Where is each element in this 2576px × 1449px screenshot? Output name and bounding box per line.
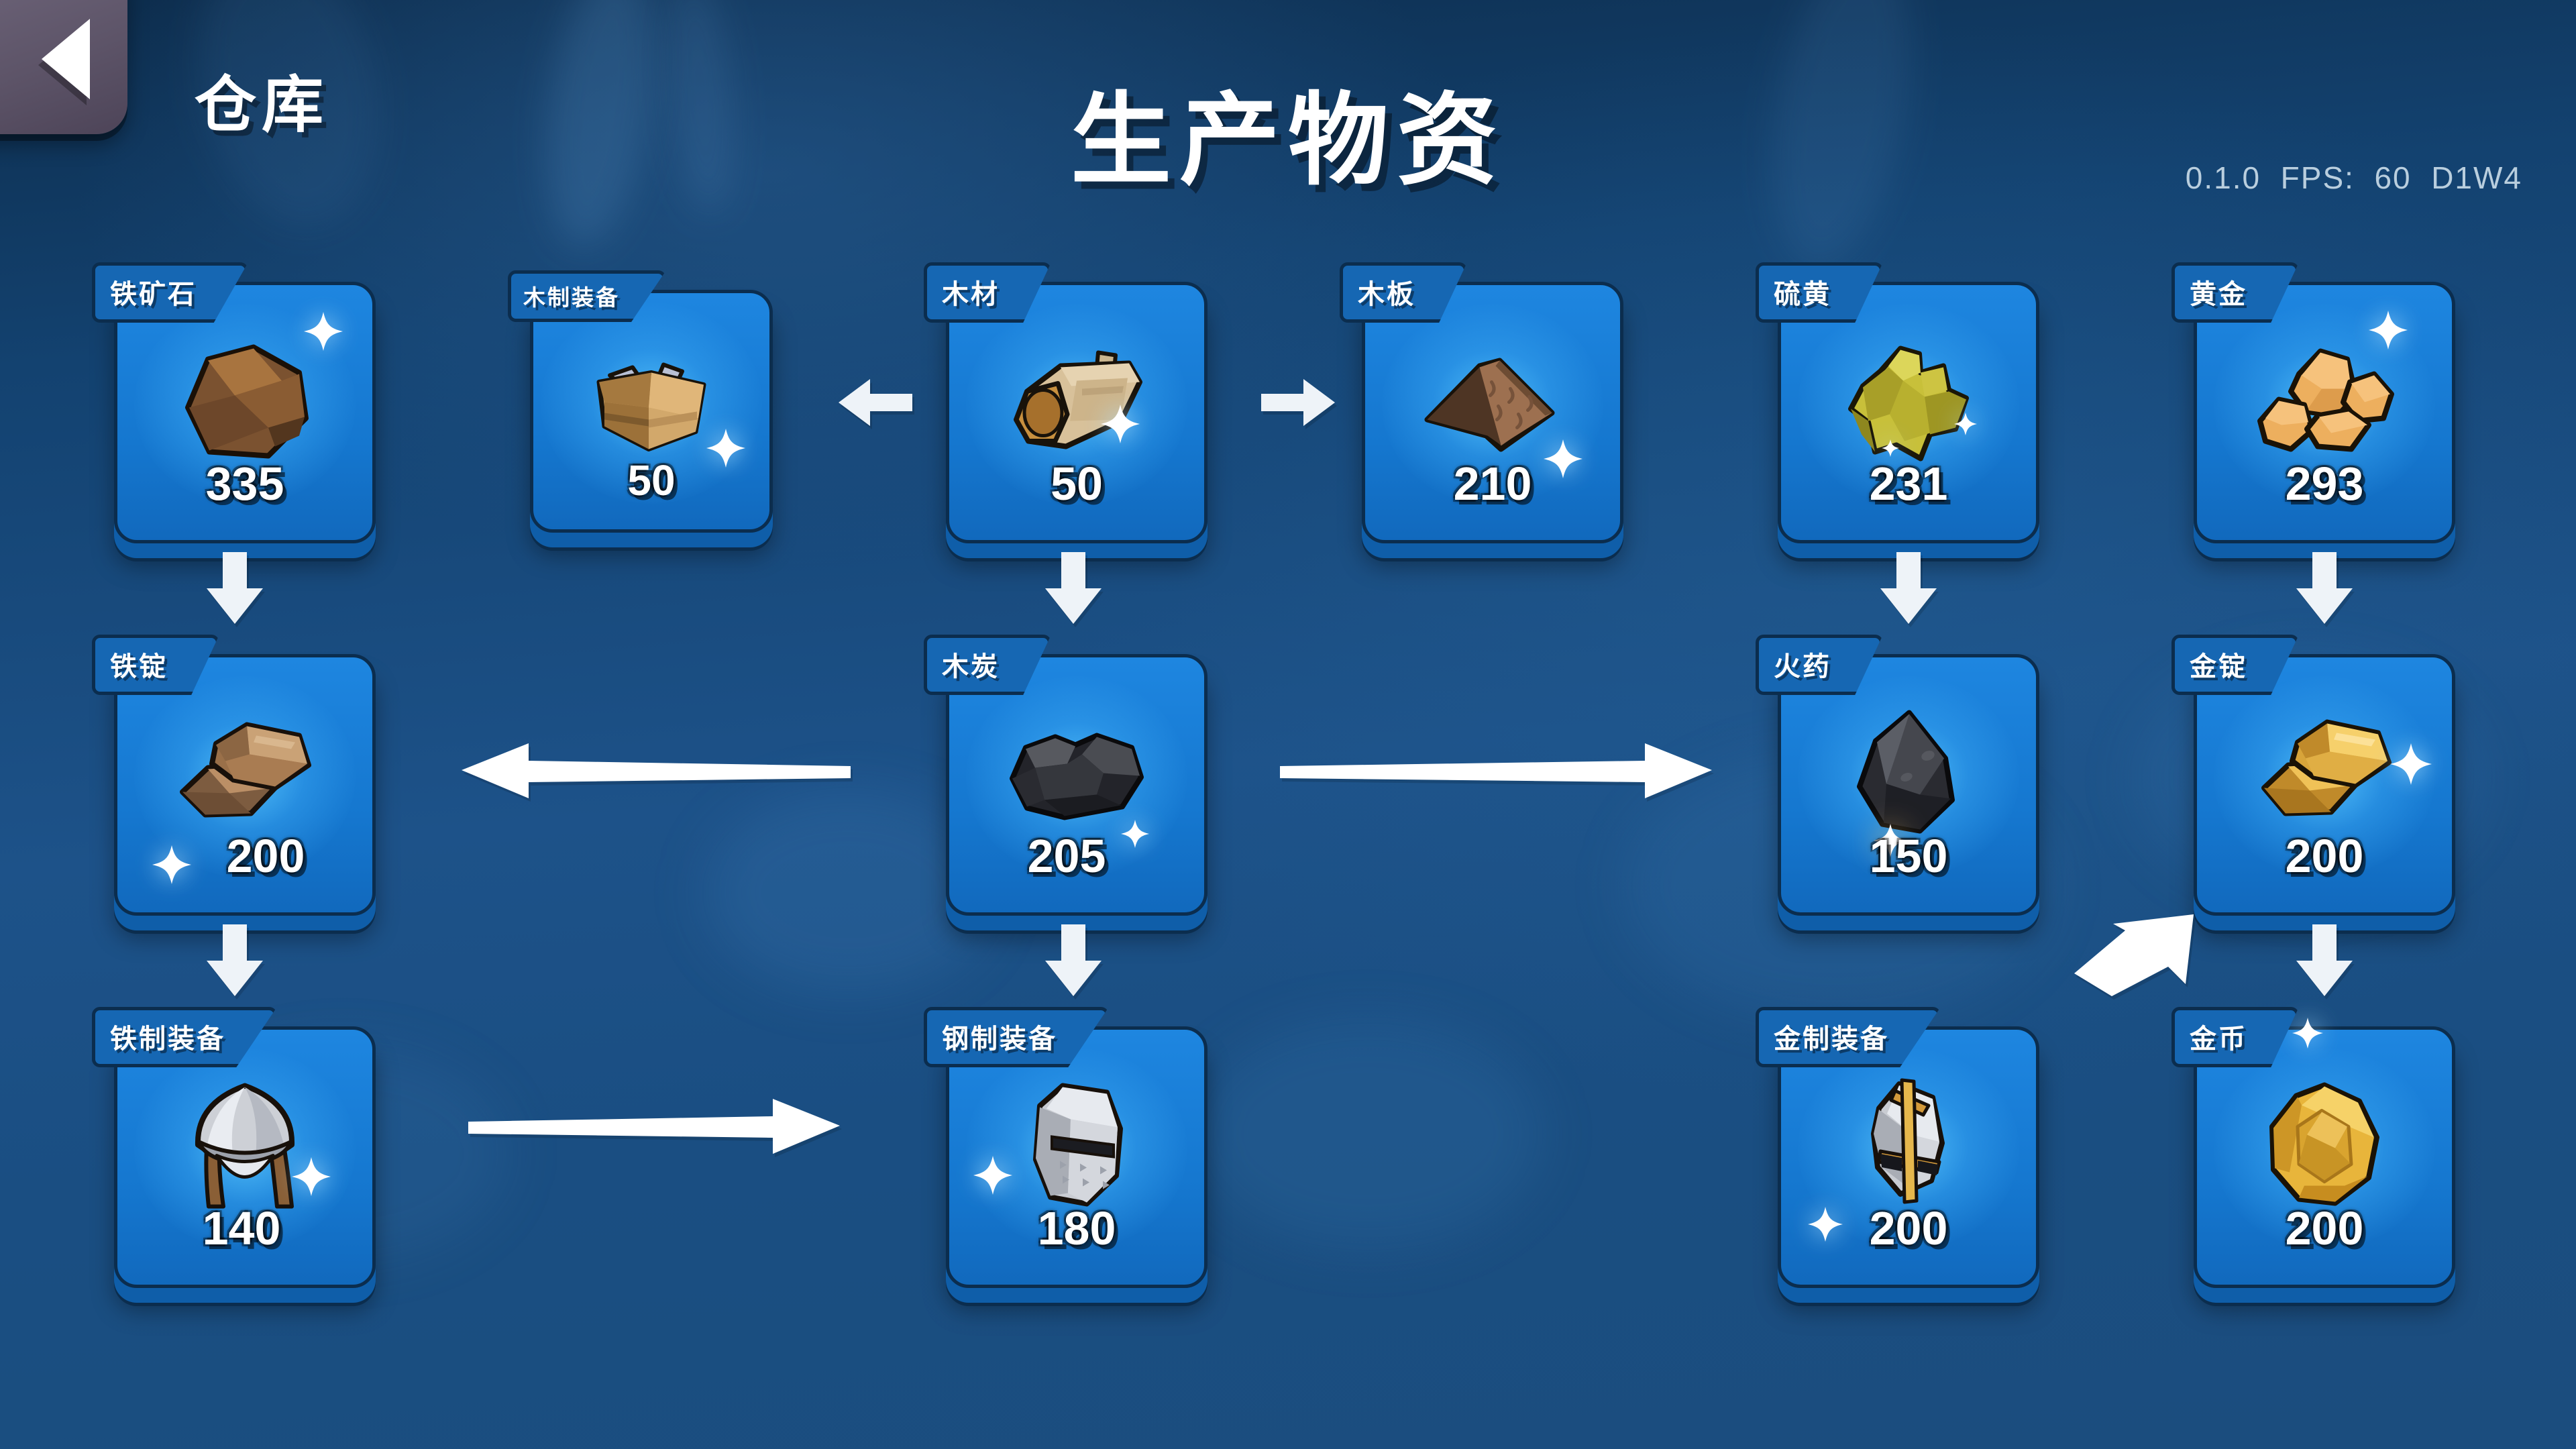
sparkle-icon xyxy=(973,1156,1012,1195)
steel-helmet-icon xyxy=(1013,1075,1140,1219)
arrow-iron-ore-down xyxy=(195,547,275,627)
card-label: 火药 xyxy=(1756,635,1883,695)
arrow-gold-ingot-down xyxy=(2284,919,2365,1000)
card-label: 铁制装备 xyxy=(92,1007,277,1067)
card-count: 210 xyxy=(1453,458,1532,510)
card-label: 金制装备 xyxy=(1756,1007,1941,1067)
resource-card-gold-equipment[interactable]: 金制装备 200 xyxy=(1756,1007,2039,1288)
resource-card-sulfur[interactable]: 硫黄 231 xyxy=(1756,262,2039,543)
resource-card-iron-ingot[interactable]: 铁锭 200 xyxy=(92,635,376,916)
arrow-gold-ore-down xyxy=(2284,547,2365,627)
sparkle-icon xyxy=(2390,743,2432,785)
page-title: 生产物资 xyxy=(1070,84,1505,197)
arrow-wood-to-plank xyxy=(1258,372,1338,433)
iron-ingot-icon xyxy=(168,712,322,837)
card-label: 硫黄 xyxy=(1756,262,1883,323)
card-count: 180 xyxy=(1037,1202,1116,1254)
sulfur-crystal-icon xyxy=(1841,333,1976,471)
arrow-charcoal-to-gunpowder xyxy=(1275,731,1717,812)
arrow-iron-eq-to-steel-eq xyxy=(463,1087,845,1167)
resource-card-gold-coin[interactable]: 金币 200 xyxy=(2171,1007,2455,1288)
card-label: 铁矿石 xyxy=(92,262,248,323)
warehouse-label: 仓库 xyxy=(195,71,329,140)
card-count: 200 xyxy=(2285,1202,2364,1254)
card-label: 金锭 xyxy=(2171,635,2299,695)
charcoal-icon xyxy=(1003,719,1150,830)
iron-helmet-icon xyxy=(178,1075,312,1219)
card-label: 木板 xyxy=(1340,262,1467,323)
version-fps-info: 0.1.0 FPS: 60 D1W4 xyxy=(2185,160,2522,195)
card-label: 木材 xyxy=(924,262,1051,323)
card-count: 200 xyxy=(2285,830,2364,882)
card-count: 50 xyxy=(1051,458,1103,510)
arrow-gold-ingot-to-gold-equipment xyxy=(2066,909,2200,1003)
sparkle-icon xyxy=(304,312,343,351)
top-bar: 仓库 生产物资 0.1.0 FPS: 60 D1W4 xyxy=(0,0,2576,201)
arrow-charcoal-to-iron-ingot xyxy=(456,731,852,812)
card-label: 钢制装备 xyxy=(924,1007,1109,1067)
sparkle-icon xyxy=(1954,413,1977,435)
card-count: 200 xyxy=(226,830,305,882)
card-count: 140 xyxy=(202,1202,281,1254)
gold-nugget-icon xyxy=(2251,340,2398,464)
resource-card-steel-equipment[interactable]: 钢制装备 180 xyxy=(924,1007,1208,1288)
gold-ingot-icon xyxy=(2251,712,2398,837)
resource-card-wood[interactable]: 木材 50 xyxy=(924,262,1208,543)
sparkle-icon xyxy=(2292,1018,2323,1049)
card-count: 231 xyxy=(1869,458,1948,510)
card-count: 50 xyxy=(627,456,676,504)
arrow-wood-to-wooden-gear xyxy=(835,372,916,433)
card-label: 木制装备 xyxy=(508,270,666,322)
arrow-iron-ingot-down xyxy=(195,919,275,1000)
resource-card-gold-ore[interactable]: 黄金 293 xyxy=(2171,262,2455,543)
back-triangle-icon xyxy=(42,19,90,99)
resource-card-gold-ingot[interactable]: 金锭 200 xyxy=(2171,635,2455,916)
card-count: 200 xyxy=(1869,1202,1948,1254)
resource-card-plank[interactable]: 木板 210 xyxy=(1340,262,1623,543)
resource-card-wooden-equipment[interactable]: 木制装备 50 xyxy=(508,270,773,533)
card-count: 150 xyxy=(1869,830,1948,882)
resource-card-iron-equipment[interactable]: 铁制装备 140 xyxy=(92,1007,376,1288)
sparkle-icon xyxy=(292,1157,331,1196)
arrow-sulfur-down xyxy=(1868,547,1949,627)
card-label: 黄金 xyxy=(2171,262,2299,323)
sparkle-icon xyxy=(1882,439,1899,457)
resource-card-charcoal[interactable]: 木炭 205 xyxy=(924,635,1208,916)
log-icon xyxy=(996,340,1157,464)
sparkle-icon xyxy=(1101,405,1140,443)
coin-icon xyxy=(2257,1078,2392,1216)
card-label: 金币 xyxy=(2171,1007,2299,1067)
resource-card-iron-ore[interactable]: 铁矿石 335 xyxy=(92,262,376,543)
card-label: 铁锭 xyxy=(92,635,219,695)
back-button[interactable] xyxy=(0,0,127,134)
card-count: 205 xyxy=(1027,830,1106,882)
wooden-crate-icon xyxy=(584,343,718,460)
arrow-wood-down xyxy=(1033,547,1114,627)
gold-helmet-icon xyxy=(1848,1073,1969,1221)
sparkle-icon xyxy=(2369,311,2408,350)
card-label: 木炭 xyxy=(924,635,1051,695)
gunpowder-icon xyxy=(1845,706,1972,843)
resource-card-gunpowder[interactable]: 火药 150 xyxy=(1756,635,2039,916)
iron-ore-icon xyxy=(168,333,322,471)
arrow-charcoal-down xyxy=(1033,919,1114,1000)
card-count: 293 xyxy=(2285,458,2364,510)
card-count: 335 xyxy=(205,458,284,510)
